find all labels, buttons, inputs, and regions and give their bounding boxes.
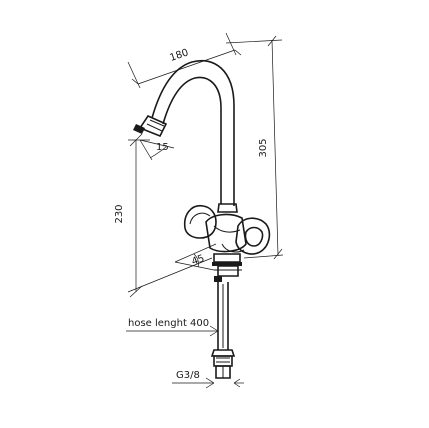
handle-angle-label: 45 [190, 253, 206, 268]
reach-label: 180 [168, 47, 190, 64]
reach-dimension: 180 [127, 32, 242, 89]
spout-angle-annotation: 15 [139, 139, 175, 161]
connection-label: G3/8 [176, 370, 200, 381]
spout-height-label: 230 [114, 204, 125, 223]
spout-height-dimension: 230 [114, 133, 213, 298]
valve-body [183, 204, 271, 255]
height-dimension: 305 [225, 35, 284, 260]
spout-angle-label: 15 [156, 142, 169, 153]
hose-length-label: hose lenght 400 [128, 318, 209, 329]
height-label: 305 [258, 138, 269, 157]
hose-length-annotation: hose lenght 400 [126, 318, 219, 337]
hose [210, 282, 236, 379]
spout [133, 60, 238, 213]
connection-annotation: G3/8 [172, 370, 244, 389]
base-mount [212, 253, 242, 282]
